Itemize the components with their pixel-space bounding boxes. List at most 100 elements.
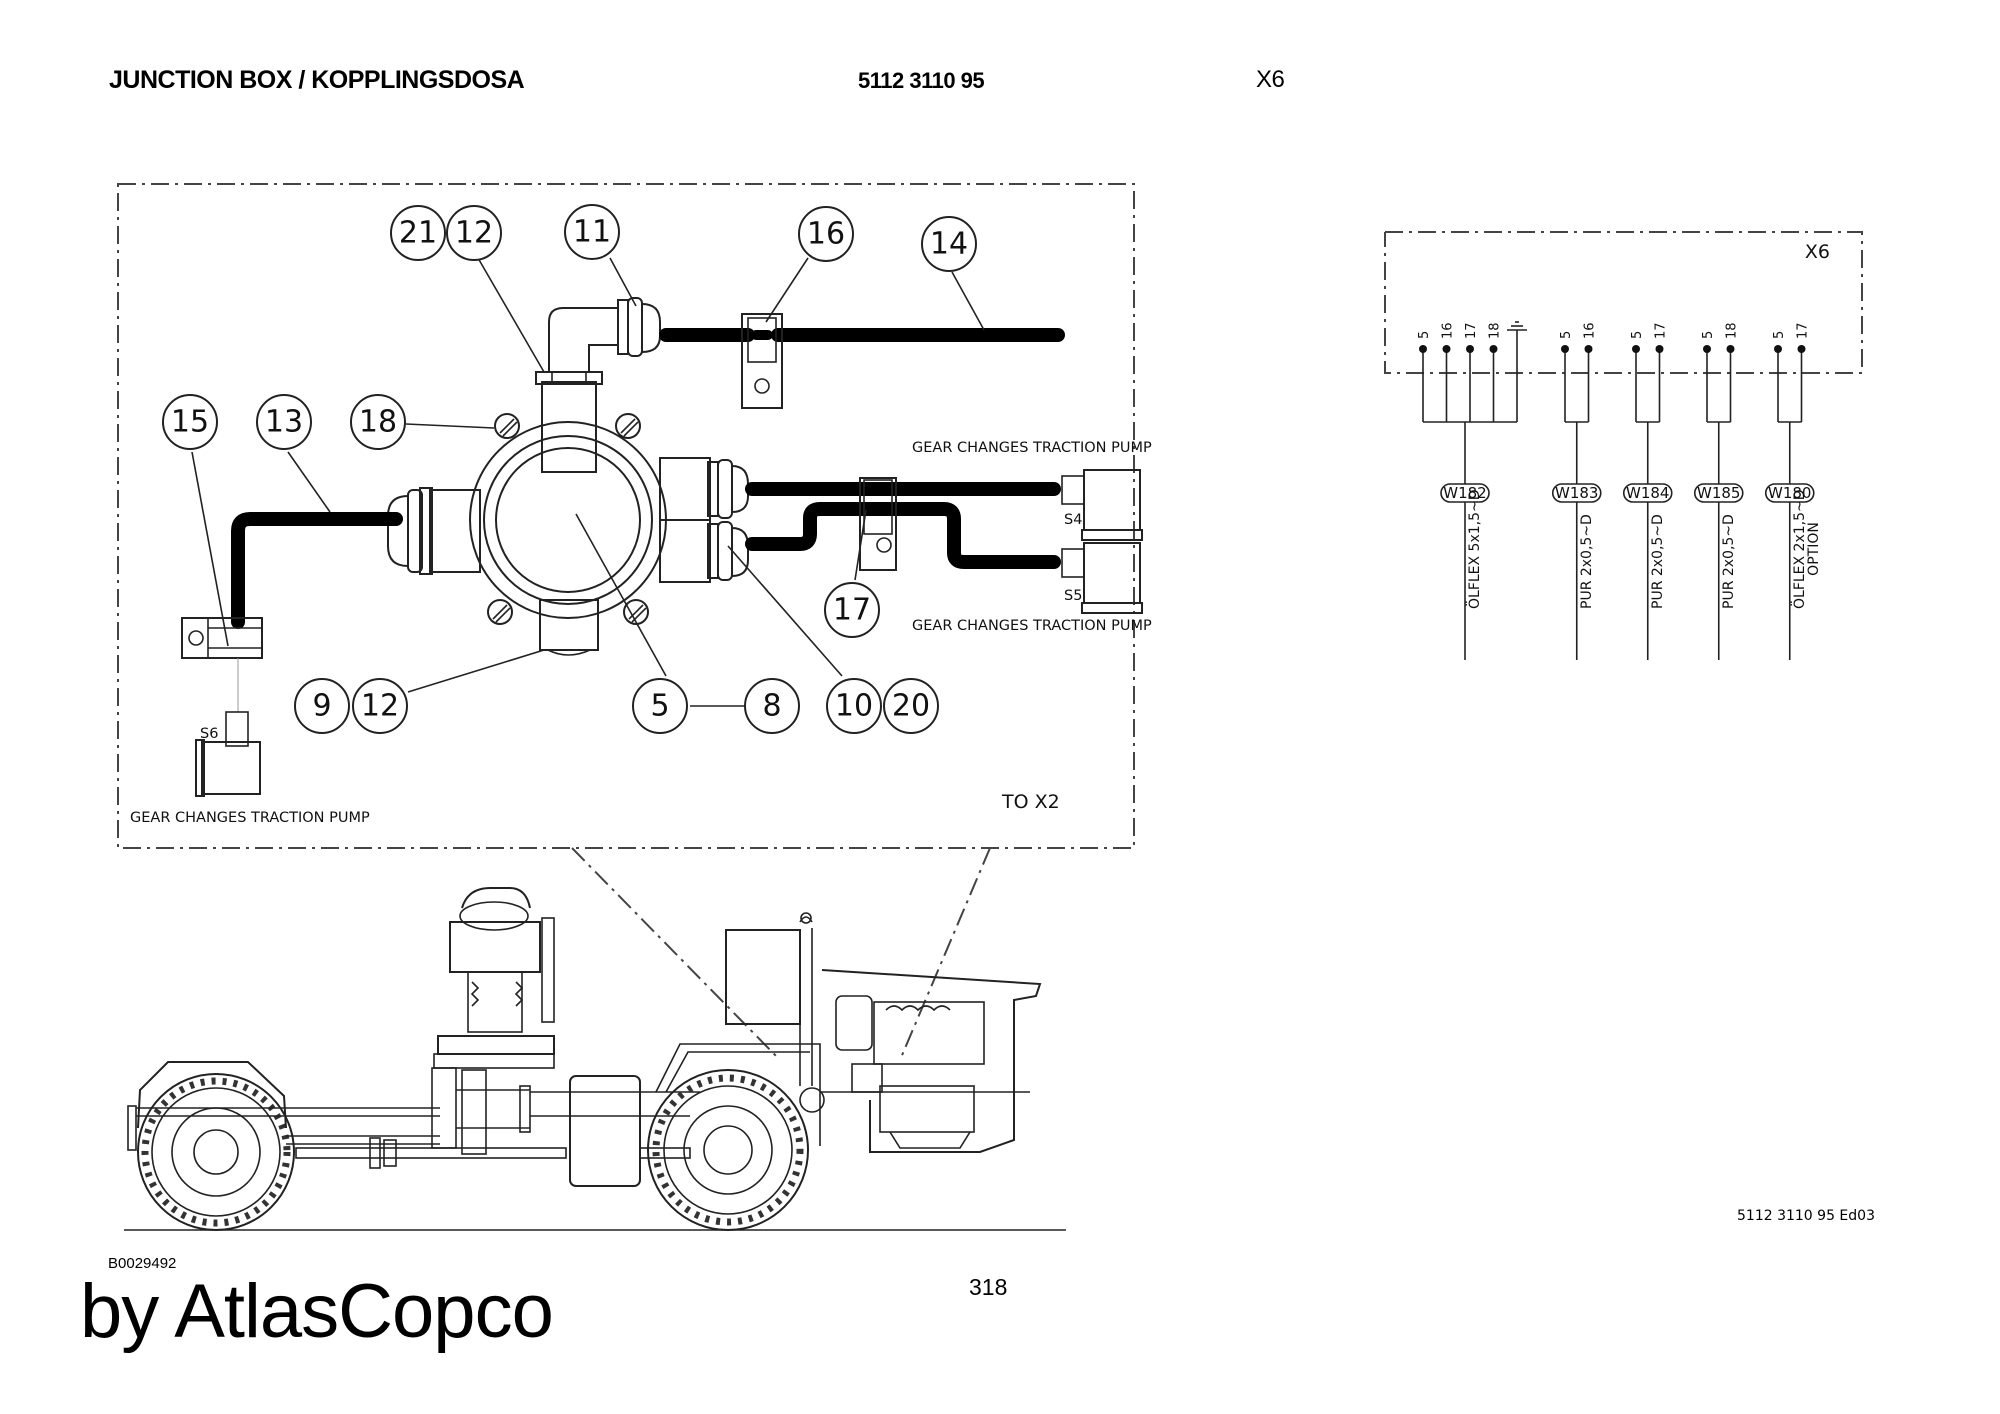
- cable-clamp-17: [859, 477, 897, 571]
- balloon-11: 11: [564, 204, 620, 260]
- pin-number: 5: [1417, 331, 1432, 339]
- svg-text:13: 13: [265, 405, 303, 440]
- pin-number: 16: [1441, 322, 1456, 339]
- x6-boundary: [1384, 231, 1863, 374]
- svg-text:12: 12: [455, 216, 493, 251]
- terminal-dot: [1489, 345, 1498, 353]
- connector-reference: X6: [1256, 66, 1285, 93]
- balloon-5: 5: [632, 678, 688, 734]
- balloon-14: 14: [921, 216, 977, 272]
- balloon-17: 17: [824, 582, 880, 638]
- cable-s5: [745, 502, 1061, 569]
- balloon-20: 20: [883, 678, 939, 734]
- balloon-12-bottom: 12: [352, 678, 408, 734]
- balloon-18: 18: [350, 394, 406, 450]
- pin-number: 18: [1488, 322, 1503, 339]
- battery-box: [725, 929, 801, 1025]
- terminal-dot: [1655, 345, 1664, 353]
- svg-text:16: 16: [807, 217, 845, 252]
- terminal-dot: [1632, 345, 1640, 353]
- rear-fender: [137, 1061, 287, 1129]
- svg-text:18: 18: [359, 405, 397, 440]
- wire-id: W185: [1697, 484, 1740, 502]
- pin-number: 17: [1464, 322, 1479, 339]
- x6-label: X6: [1805, 241, 1830, 263]
- terminal-dot: [1419, 345, 1427, 353]
- detail-view: S4 S5 S6 GEAR CHANGES TRACTION PUMP GEAR…: [117, 183, 1152, 1061]
- cable-type: PUR 2x0,5~D: [1721, 514, 1737, 609]
- rear-wheel: [137, 1073, 295, 1231]
- to-x2-label: TO X2: [1001, 791, 1060, 813]
- wire-id: W180: [1768, 484, 1811, 502]
- terminal-dot: [1726, 345, 1735, 353]
- sensor-label: S4: [1064, 512, 1082, 528]
- cable-type: PUR 2x0,5~D: [1579, 514, 1595, 609]
- wire-id: W183: [1555, 484, 1598, 502]
- balloon-12-top: 12: [446, 205, 502, 261]
- svg-text:10: 10: [835, 689, 873, 724]
- balloon-10: 10: [826, 678, 882, 734]
- balloon-9: 9: [294, 678, 350, 734]
- svg-text:14: 14: [930, 227, 968, 262]
- operator-seat: [431, 887, 555, 1155]
- terminal-dot: [1797, 345, 1806, 353]
- pin-number: 18: [1725, 322, 1740, 339]
- pin-number: 5: [1701, 331, 1716, 339]
- terminal-dot: [1466, 345, 1474, 353]
- pin-number: 5: [1772, 331, 1787, 339]
- cable-type: ÖLFLEX 2x1,5~D: [1790, 489, 1808, 609]
- balloon-8: 8: [744, 678, 800, 734]
- page-number: 318: [969, 1274, 1008, 1300]
- wire-id: W184: [1626, 484, 1669, 502]
- wire-tag: [1551, 483, 1602, 503]
- document-title: JUNCTION BOX / KOPPLINGSDOSA: [109, 66, 525, 94]
- junction-box: [387, 297, 749, 656]
- edition-label: 5112 3110 95 Ed03: [1737, 1208, 1875, 1224]
- engine-hood: [821, 969, 1042, 1153]
- leader-lines: [191, 257, 985, 707]
- brand-logo-text: by AtlasCopco: [80, 1269, 554, 1354]
- svg-text:17: 17: [833, 593, 871, 628]
- terminal-dot: [1442, 345, 1451, 353]
- pin-number: 17: [1796, 322, 1811, 339]
- part-number: 5112 3110 95: [858, 68, 985, 93]
- cable-type: PUR 2x0,5~D: [1650, 514, 1666, 609]
- cable-13: [231, 512, 403, 629]
- wire-id: W182: [1443, 484, 1486, 502]
- pin-number: 5: [1559, 331, 1574, 339]
- vehicle-side-view: [124, 887, 1066, 1231]
- cable-note: OPTION: [1806, 522, 1822, 576]
- wire-tag: [1440, 483, 1490, 503]
- balloon-16: 16: [798, 206, 854, 262]
- s6-caption: GEAR CHANGES TRACTION PUMP: [130, 810, 370, 826]
- drive-shaft: [295, 1147, 567, 1159]
- sensor-label: S5: [1064, 588, 1082, 604]
- balloon-15: 15: [162, 394, 218, 450]
- screw-icon: [487, 413, 649, 625]
- cable-clamp-15: [181, 617, 263, 712]
- s5-caption: GEAR CHANGES TRACTION PUMP: [912, 618, 1152, 634]
- cable-type: ÖLFLEX 5x1,5~D: [1465, 489, 1483, 609]
- balloon-21: 21: [390, 205, 446, 261]
- svg-text:21: 21: [399, 216, 437, 251]
- projection-line-left: [571, 847, 781, 1061]
- svg-text:8: 8: [762, 689, 781, 724]
- sensor-s4: S4: [1061, 469, 1143, 541]
- wire-tag: [1764, 483, 1815, 503]
- sensor-s5: S5: [1061, 542, 1143, 614]
- s4-caption: GEAR CHANGES TRACTION PUMP: [912, 440, 1152, 456]
- cable-clamp-16: [741, 313, 783, 409]
- transfer-gearbox: [569, 1075, 641, 1187]
- projection-line-right: [899, 847, 991, 1061]
- drawing-number: B0029492: [108, 1255, 177, 1272]
- terminal-dot: [1584, 345, 1593, 353]
- sensor-label: S6: [200, 726, 218, 742]
- pin-number: 5: [1630, 331, 1645, 339]
- svg-text:15: 15: [171, 405, 209, 440]
- svg-text:12: 12: [361, 689, 399, 724]
